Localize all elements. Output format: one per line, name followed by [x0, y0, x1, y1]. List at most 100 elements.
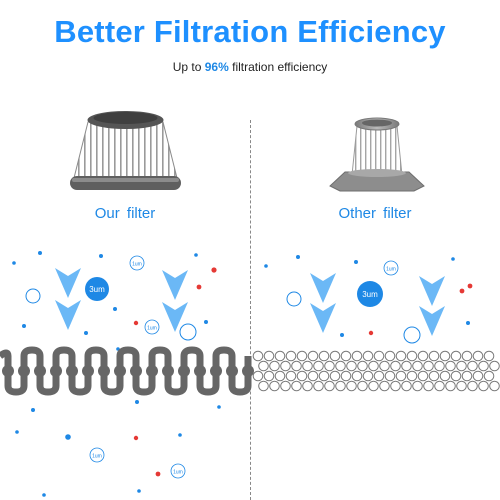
small-particle-ring [89, 447, 105, 463]
large-particle-label: 3um [89, 285, 105, 294]
large-particle [357, 281, 383, 307]
mesh-cell [313, 380, 324, 392]
other-filter-label: Other filter [338, 205, 412, 222]
mesh-cell [368, 380, 379, 392]
mesh-cell [357, 360, 368, 372]
subtitle-suffix: filtration efficiency [232, 60, 328, 74]
mesh-cell [489, 360, 500, 372]
mesh-cell [252, 370, 264, 382]
mesh-cell [478, 360, 489, 372]
mesh-cell [472, 350, 484, 362]
mesh-cell [313, 360, 324, 372]
particle-ring [25, 288, 41, 304]
mesh-cell [489, 380, 500, 392]
mesh-cell [401, 360, 412, 372]
mesh-cell [412, 380, 423, 392]
mesh-cell [439, 370, 451, 382]
mesh-cell [472, 370, 484, 382]
mesh-cell [439, 350, 451, 362]
page-title: Better Filtration Efficiency [54, 14, 446, 49]
mesh-cell [340, 370, 352, 382]
mesh-cell [258, 380, 269, 392]
our-filter-label: Our filter [94, 205, 156, 222]
mesh-cell [280, 360, 291, 372]
mesh-cell [291, 360, 302, 372]
mesh-cell [461, 350, 473, 362]
mesh-cell [274, 350, 286, 362]
arrow-icon [55, 300, 81, 330]
mesh-cell [252, 350, 264, 362]
mesh-cell [467, 380, 478, 392]
small-particle-ring [144, 319, 160, 335]
mesh-cell [406, 350, 418, 362]
mesh-cell [483, 370, 495, 382]
mesh-cell [302, 380, 313, 392]
left-particle-field: 3um 1um 1um [12, 251, 217, 351]
mesh-cell [390, 380, 401, 392]
mesh-cell [450, 350, 462, 362]
mesh-cell [324, 360, 335, 372]
other-filter-image [329, 117, 425, 192]
center-divider [250, 120, 251, 500]
mesh-cell [285, 370, 297, 382]
mesh-cell [346, 380, 357, 392]
mesh-cell [274, 370, 286, 382]
arrow-icon [419, 306, 445, 336]
mesh-cell [379, 360, 390, 372]
mesh-cell [269, 360, 280, 372]
small-particle-ring [129, 255, 145, 271]
mesh-cell [329, 370, 341, 382]
mesh-cell [478, 380, 489, 392]
mesh-cell [296, 350, 308, 362]
arrow-icon [419, 276, 445, 306]
mesh-cell [428, 370, 440, 382]
mesh-cell [340, 350, 352, 362]
left-filtered-particles: 1um 1um [15, 400, 221, 497]
mesh-cell [395, 370, 407, 382]
mesh-cell [307, 350, 319, 362]
mesh-cell [263, 370, 275, 382]
mesh-cell [450, 370, 462, 382]
mesh-cell [395, 350, 407, 362]
mesh-cell [412, 360, 423, 372]
mesh-cell [324, 380, 335, 392]
mesh-cell [428, 350, 440, 362]
arrow-icon [310, 303, 336, 333]
arrow-icon [55, 268, 81, 298]
arrow-icon [310, 273, 336, 303]
mesh-cell [280, 380, 291, 392]
mesh-cell [258, 360, 269, 372]
mesh-cell [456, 380, 467, 392]
mesh-cell [390, 360, 401, 372]
mesh-cell [335, 380, 346, 392]
mesh-cell [461, 370, 473, 382]
large-particle-label: 3um [362, 290, 378, 299]
mesh-cell [318, 370, 330, 382]
mesh-cell [335, 360, 346, 372]
large-particle [85, 277, 109, 301]
mesh-cell [373, 350, 385, 362]
mesh-cell [302, 360, 313, 372]
mesh-cell [417, 370, 429, 382]
mesh-cell [384, 350, 396, 362]
mesh-cell [423, 360, 434, 372]
efficiency-highlight: 96% [204, 60, 229, 74]
mesh-cell [362, 370, 374, 382]
mesh-cell [483, 350, 495, 362]
mesh-cell [362, 350, 374, 362]
mesh-cell [368, 360, 379, 372]
small-particle-label: 1um [92, 454, 102, 460]
small-particle-label: 1um [386, 267, 396, 273]
mesh-cell [263, 350, 275, 362]
mesh-cell [467, 360, 478, 372]
small-particle-ring [170, 463, 186, 479]
particle-ring [179, 323, 197, 341]
mesh-cell [269, 380, 280, 392]
mesh-cell [351, 350, 363, 362]
mesh-cell [406, 370, 418, 382]
mesh-cell [296, 370, 308, 382]
mesh-cell [285, 350, 297, 362]
mesh-cell [384, 370, 396, 382]
subtitle-prefix: Up to [172, 60, 202, 74]
mesh-cell [434, 380, 445, 392]
